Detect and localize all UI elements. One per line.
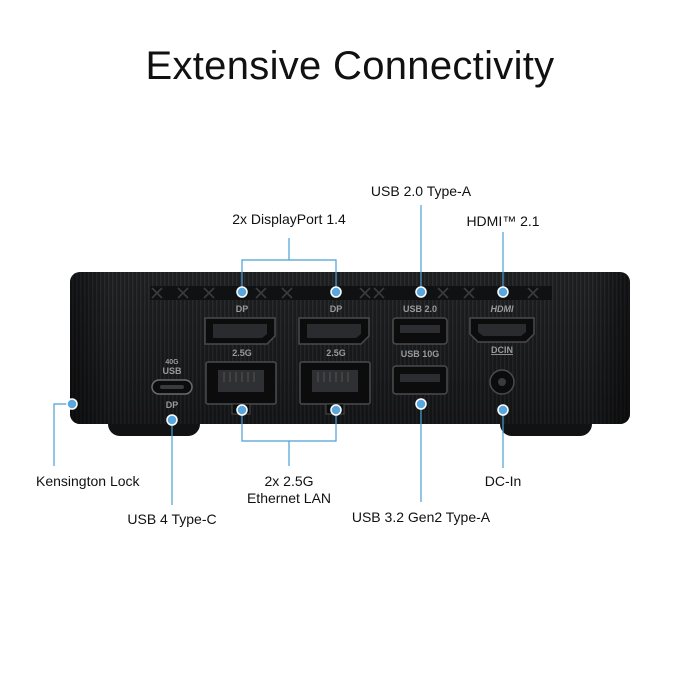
page-title: Extensive Connectivity <box>145 44 555 88</box>
label-lan-left: 2.5G <box>232 348 252 358</box>
label-usb4-40g: 40G <box>165 359 179 366</box>
label-usb10g: USB 10G <box>401 349 440 359</box>
dcin-jack <box>489 369 515 395</box>
vent-grille <box>150 286 552 300</box>
usb32-port <box>392 365 448 395</box>
label-usb4-usb: USB <box>162 366 182 376</box>
callout-dots <box>66 286 509 426</box>
ethernet-port-left <box>205 361 277 415</box>
hdmi-port <box>469 317 535 343</box>
callout-dcin: DC-In <box>484 473 522 489</box>
callout-usb20-typea: USB 2.0 Type-A <box>370 183 472 199</box>
callout-ethernet-line2: Ethernet LAN <box>246 490 332 506</box>
callout-hdmi: HDMI™ 2.1 <box>466 213 540 229</box>
label-usb4-dp: DP <box>166 400 179 410</box>
label-dp-left: DP <box>236 304 249 314</box>
callout-ethernet: 2x 2.5G Ethernet LAN <box>219 473 359 507</box>
displayport-port-right <box>298 317 370 345</box>
label-dcin: DCIN <box>491 345 513 355</box>
callout-usb4: USB 4 Type-C <box>127 511 217 527</box>
callout-kensington: Kensington Lock <box>36 473 140 489</box>
callout-usb32: USB 3.2 Gen2 Type-A <box>351 509 491 525</box>
usb20-port <box>392 317 448 345</box>
usb4-typec-port <box>151 379 193 395</box>
label-dp-right: DP <box>330 304 343 314</box>
callout-displayport: 2x DisplayPort 1.4 <box>232 211 346 227</box>
label-usb20: USB 2.0 <box>403 304 437 314</box>
label-hdmi: HDMI <box>491 304 514 314</box>
label-lan-right: 2.5G <box>326 348 346 358</box>
callout-lines <box>53 205 504 505</box>
displayport-port-left <box>204 317 276 345</box>
callout-ethernet-line1: 2x 2.5G <box>264 473 314 489</box>
